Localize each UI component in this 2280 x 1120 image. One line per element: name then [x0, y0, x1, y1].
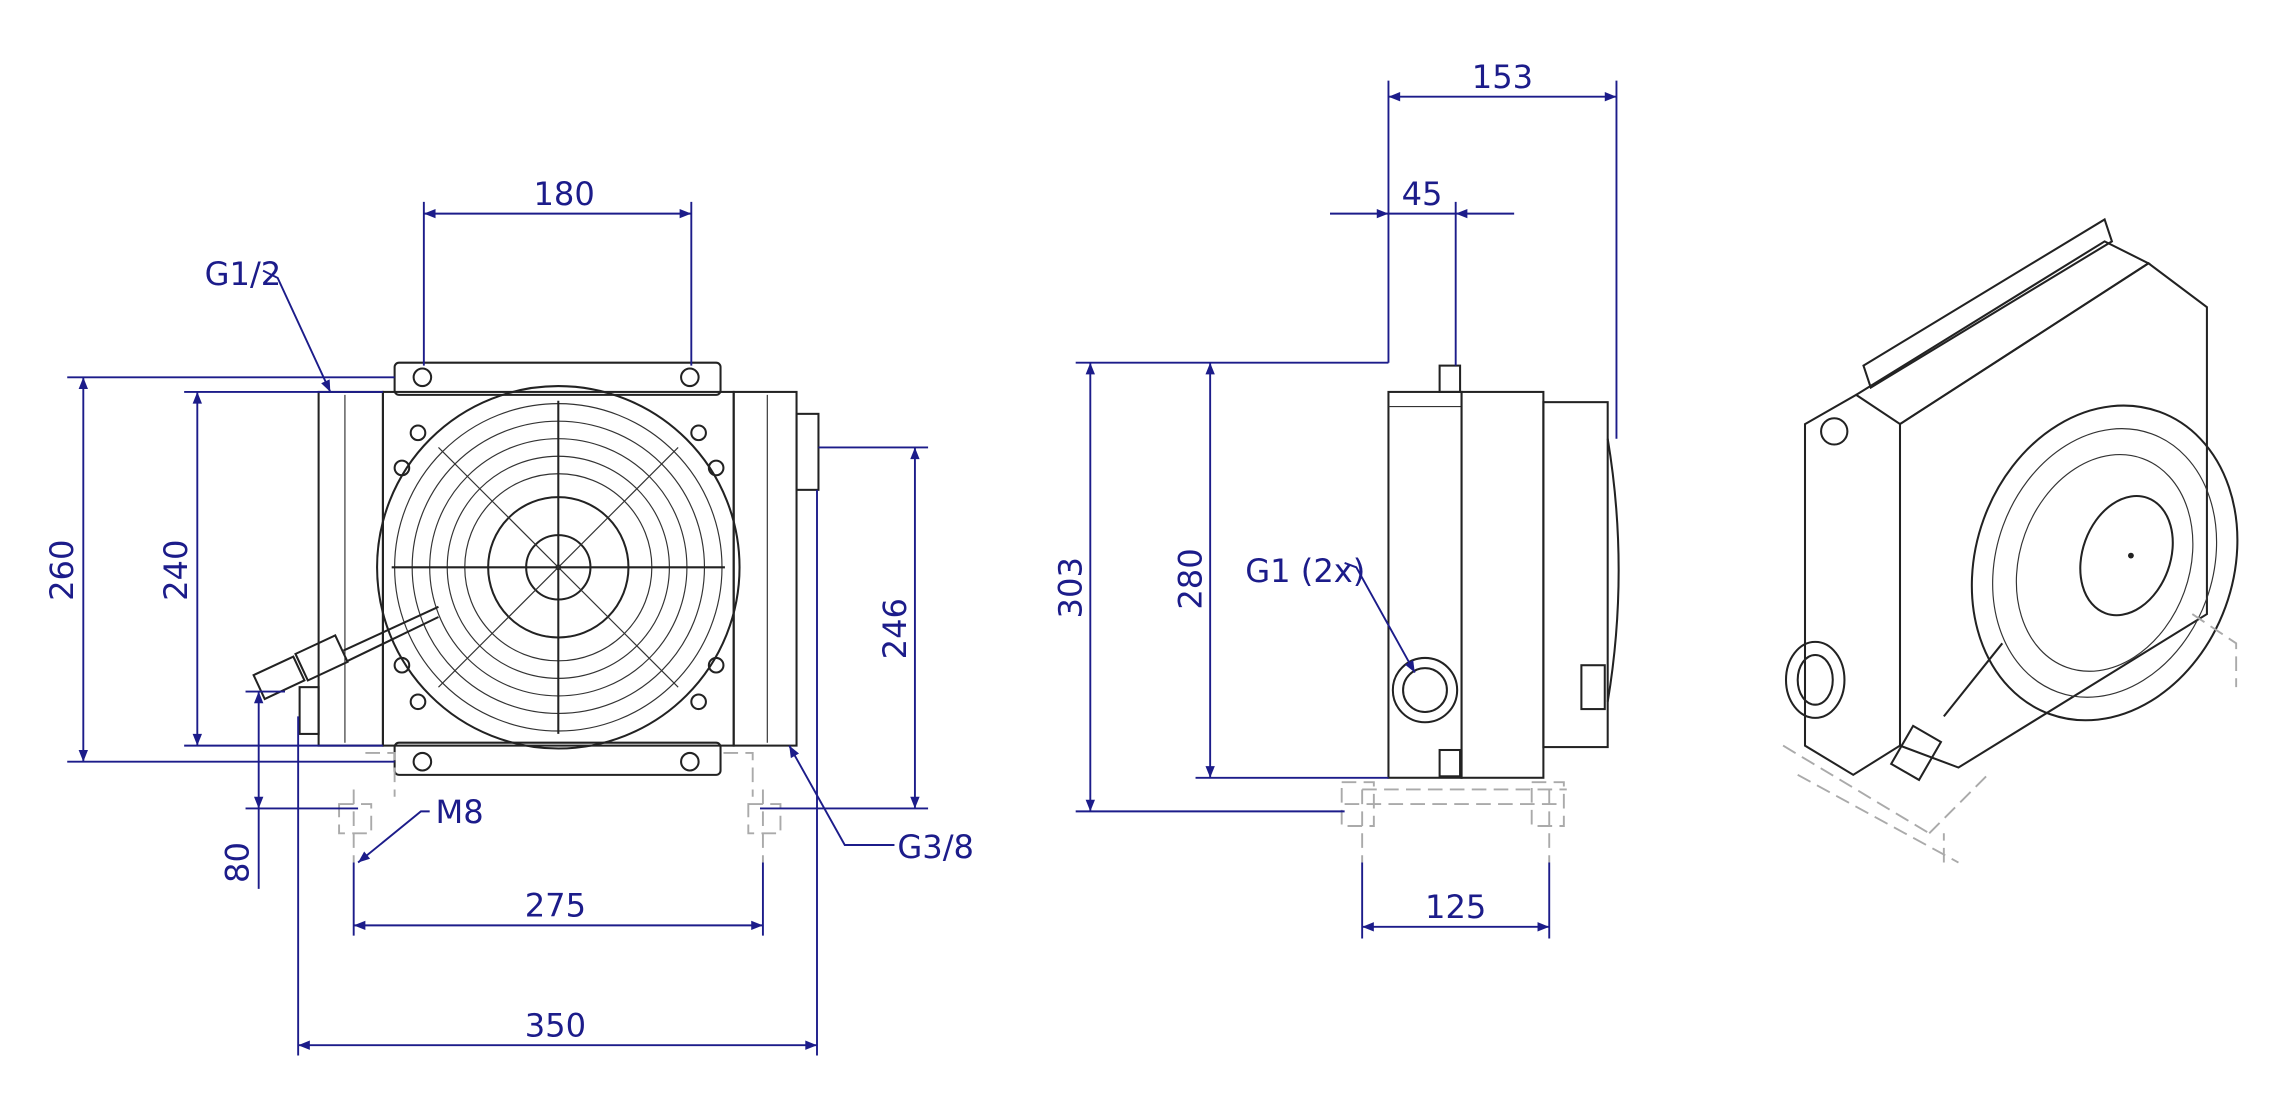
- drawing-line: [376, 385, 741, 750]
- drawing-line: [1992, 428, 2218, 698]
- side-fan: [1542, 401, 1609, 749]
- front-view: [252, 361, 820, 863]
- drawing-line: [412, 367, 433, 388]
- drawing-line: [252, 655, 306, 701]
- dim-303: 303: [1052, 557, 1090, 618]
- dim-125: 125: [1425, 888, 1486, 926]
- dim-80: 80: [218, 842, 256, 883]
- dim-280: 280: [1171, 548, 1209, 609]
- drawing-line: [2079, 494, 2174, 617]
- electrical-connector: [252, 605, 439, 701]
- drawing-line: [680, 751, 700, 772]
- drawing-line: [1606, 438, 1620, 702]
- drawing-line: [393, 459, 411, 477]
- drawing-line: [707, 656, 725, 674]
- side-port: [795, 412, 820, 491]
- left-tank: [317, 390, 384, 747]
- drawing-line: [438, 447, 679, 688]
- top-mount-plate: [393, 361, 722, 396]
- dim-350: 350: [525, 1006, 586, 1044]
- drawing-line: [409, 693, 427, 711]
- callout-g1-2: G1/2: [205, 255, 282, 293]
- callout-g1-2x: G1 (2x): [1245, 552, 1365, 590]
- right-tank: [732, 390, 798, 747]
- dim-240: 240: [157, 540, 195, 601]
- drawing-line: [690, 693, 707, 711]
- drawing-line: [338, 751, 782, 863]
- drawing-line: [1796, 653, 1834, 706]
- drawing-line: [690, 424, 707, 442]
- dim-153: 153: [1472, 58, 1533, 96]
- drawing-line: [393, 656, 411, 674]
- drawing-line: [262, 269, 332, 393]
- drawing-line: [412, 751, 433, 772]
- drawing-line: [2015, 454, 2194, 672]
- drawing-line: [294, 634, 349, 682]
- side-core: [1460, 390, 1545, 779]
- drawing-line: [409, 424, 427, 442]
- drawing-line: [1943, 642, 2004, 718]
- drawing-line: [1438, 364, 1462, 393]
- drawing-line: [343, 605, 439, 652]
- front-dimensions: 180 260 240 246 80 275 350 G1/2 M8 G3/8: [43, 175, 974, 1056]
- fan-guard: [376, 385, 741, 750]
- isometric-view: [1782, 217, 2239, 864]
- drawing-line: [298, 686, 320, 735]
- drawing-line: [347, 616, 439, 662]
- side-port-circle: [1391, 656, 1459, 724]
- dim-246: 246: [876, 598, 914, 659]
- callout-m8: M8: [436, 793, 484, 831]
- drawing-line: [1970, 404, 2239, 722]
- drawing-line: [357, 810, 430, 864]
- drawing-line: [1899, 262, 2208, 769]
- drawing-line: [707, 459, 725, 477]
- dim-180: 180: [533, 175, 594, 213]
- side-tank: [1387, 390, 1463, 779]
- drawing-line: [1344, 562, 1416, 673]
- side-connector: [1580, 664, 1606, 711]
- drawing-line: [788, 745, 895, 846]
- drawing-line: [1889, 724, 1943, 782]
- side-view: [1340, 364, 1620, 863]
- mount-feet-ghost: [338, 751, 782, 863]
- dim-45: 45: [1402, 175, 1443, 213]
- drawing-line: [1438, 748, 1462, 778]
- dim-275: 275: [525, 887, 586, 925]
- drawing-line: [1855, 240, 2151, 425]
- drawing-line: [680, 367, 700, 388]
- drawing-line: [1402, 667, 1448, 714]
- drawing-line: [2128, 552, 2134, 559]
- drawing-line: [1340, 781, 1567, 863]
- iso-port: [1784, 640, 1846, 719]
- drawing-line: [1782, 613, 2238, 864]
- dim-260: 260: [43, 540, 81, 601]
- drawing-line: [1820, 417, 1849, 446]
- callout-g3-8: G3/8: [897, 828, 974, 866]
- drawing-line: [1862, 217, 2114, 390]
- iso-fan: [1970, 404, 2239, 722]
- side-dimensions: 153 45 303 280 125 G1 (2x): [1052, 58, 1618, 939]
